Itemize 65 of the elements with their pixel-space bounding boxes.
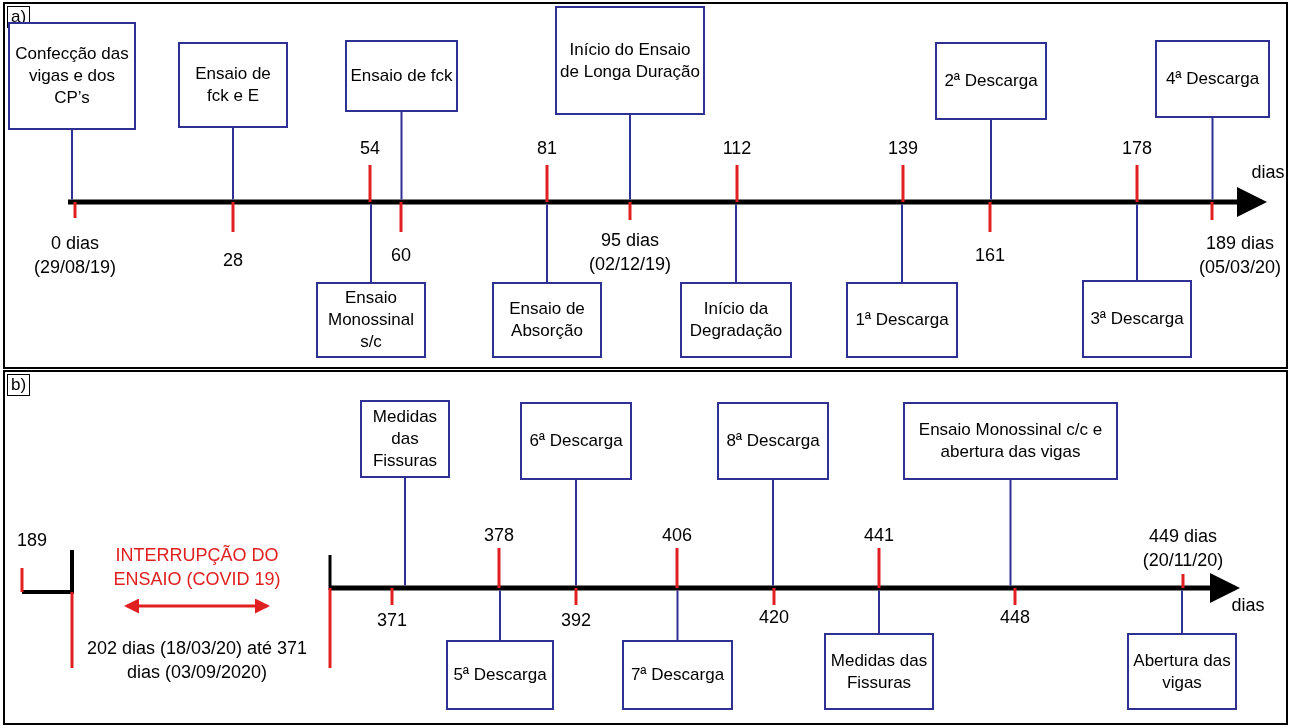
event-box: 4ª Descarga <box>1155 40 1270 118</box>
event-box: Abertura das vigas <box>1127 633 1237 710</box>
leader-line <box>499 589 501 641</box>
leader-line <box>772 479 774 587</box>
day-label: 371 <box>377 609 407 632</box>
day-label: 139 <box>888 137 918 160</box>
leader-line <box>878 589 880 634</box>
day-label: 0 dias (29/08/19) <box>32 232 118 279</box>
event-box: Ensaio Monossinal c/c e abertura das vigas <box>903 402 1118 480</box>
leader-line <box>71 129 73 201</box>
leader-line <box>232 127 234 201</box>
leader-line <box>370 203 372 283</box>
day-label: 28 <box>223 249 243 272</box>
day-label: 112 <box>722 137 752 160</box>
note-text: 202 dias (18/03/20) até 371 dias (03/09/2020) <box>85 637 309 684</box>
leader-line <box>575 479 577 587</box>
event-box: Ensaio de Absorção <box>492 282 602 358</box>
event-box: Confecção das vigas e dos CP’s <box>8 22 136 130</box>
leader-line <box>990 119 992 201</box>
day-label: 81 <box>537 137 557 160</box>
leader-line <box>1009 479 1012 587</box>
day-label: 60 <box>391 244 411 267</box>
leader-line <box>1136 203 1138 281</box>
event-box: 5ª Descarga <box>446 640 554 710</box>
event-box: 7ª Descarga <box>622 640 733 710</box>
event-box: Ensaio de fck e E <box>178 42 288 128</box>
event-box: Medidas das Fissuras <box>360 400 450 478</box>
leader-line <box>676 589 679 641</box>
event-box: Início da Degradação <box>680 282 792 358</box>
event-box: 8ª Descarga <box>717 402 829 480</box>
event-box: Ensaio Monossinal s/c <box>316 282 426 358</box>
day-label: 378 <box>484 524 514 547</box>
panel <box>3 2 1288 369</box>
leader-line <box>546 203 548 283</box>
day-label: 189 dias (05/03/20) <box>1197 232 1283 279</box>
day-label: 406 <box>662 524 692 547</box>
day-label: 449 dias (20/11/20) <box>1141 525 1225 572</box>
day-label: 161 <box>975 244 1005 267</box>
event-box: Medidas das Fissuras <box>824 633 934 710</box>
axis-label: dias <box>1251 161 1285 184</box>
axis-label: dias <box>1231 594 1265 617</box>
panel <box>3 370 1288 725</box>
leader-line <box>1181 589 1183 634</box>
leader-line <box>400 111 403 201</box>
event-box: 3ª Descarga <box>1082 280 1192 358</box>
leader-line <box>1211 117 1214 201</box>
day-label: 392 <box>561 609 591 632</box>
leader-line <box>404 477 406 587</box>
note-text: INTERRUPÇÃO DO ENSAIO (COVID 19) <box>112 544 282 591</box>
day-label: 189 <box>17 529 47 552</box>
leader-line <box>901 203 903 283</box>
day-label: 441 <box>864 524 894 547</box>
day-label: 448 <box>1000 606 1030 629</box>
day-label: 95 dias (02/12/19) <box>587 229 673 276</box>
panel-label: b) <box>7 374 31 396</box>
event-box: Início do Ensaio de Longa Duração <box>555 6 705 115</box>
day-label: 420 <box>759 606 789 629</box>
event-box: 1ª Descarga <box>846 282 958 358</box>
event-box: 6ª Descarga <box>520 402 632 480</box>
leader-line <box>735 203 737 283</box>
event-box: Ensaio de fck <box>345 40 458 112</box>
event-box: 2ª Descarga <box>935 42 1047 120</box>
leader-line <box>629 114 631 201</box>
day-label: 178 <box>1122 137 1152 160</box>
day-label: 54 <box>360 137 380 160</box>
